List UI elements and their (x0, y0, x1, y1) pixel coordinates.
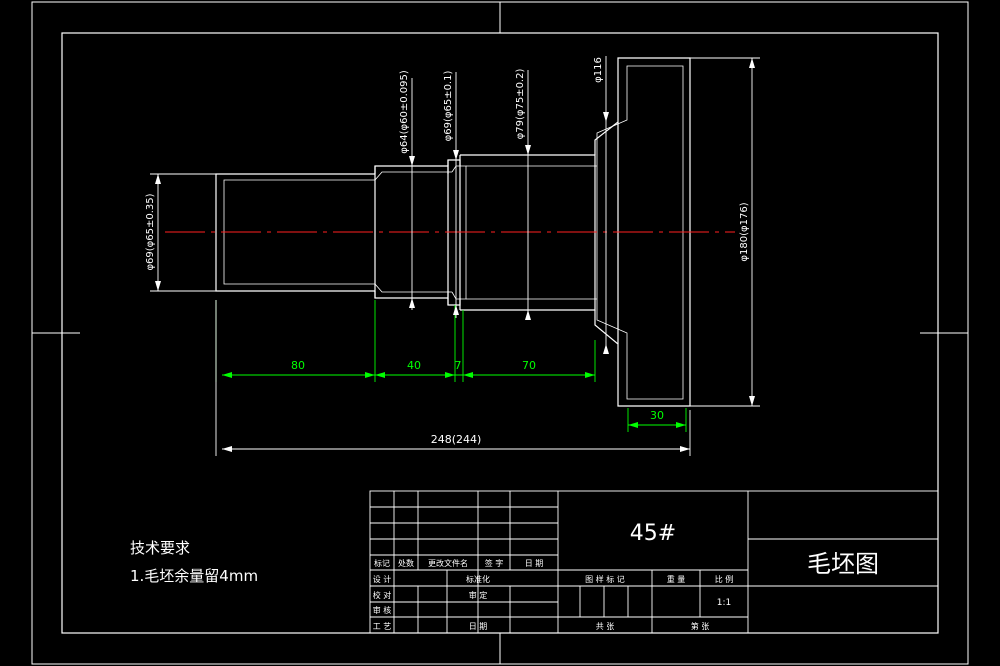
diameter-lines (150, 56, 760, 407)
overall-arrow-right (680, 446, 690, 452)
sign-date: 日 期 (469, 622, 488, 631)
dia-left: φ69(φ65±0.35) (145, 193, 156, 270)
rev-header-mark: 标记 (374, 558, 390, 568)
overall-dim (215, 300, 691, 456)
dim-7: 7 (455, 359, 462, 372)
dim-30: 30 (650, 409, 664, 422)
title-block-grid (369, 490, 939, 634)
overall-arrow-left (222, 446, 232, 452)
sheet-number: 第 张 (691, 621, 710, 631)
dim-70: 70 (522, 359, 536, 372)
dia-69: φ69(φ65±0.1) (443, 71, 454, 142)
sign-approve: 审 定 (469, 590, 488, 600)
dim-arrows (222, 372, 686, 428)
dia-116: φ116 (593, 57, 604, 83)
mark-weight: 重 量 (667, 574, 686, 584)
dim-overall: 248(244) (431, 433, 482, 446)
mark-scale: 比 例 (715, 574, 734, 584)
scale-value: 1:1 (717, 598, 731, 608)
tech-heading: 技术要求 (130, 539, 190, 557)
sign-rows: 设 计 校 对 审 核 工 艺 标准化 审 定 日 期 (373, 574, 490, 631)
mark-drawing: 图 样 标 记 (585, 574, 625, 584)
mark-headers: 图 样 标 记 重 量 比 例 (585, 574, 733, 584)
rev-header-sign: 签 字 (485, 558, 504, 568)
dia-79: φ79(φ75±0.2) (515, 69, 526, 140)
material: 45# (630, 521, 676, 546)
sign-check: 校 对 (373, 590, 392, 600)
tech-item-1: 1.毛坯余量留4mm (130, 567, 258, 585)
dia-64: φ64(φ60±0.095) (399, 70, 410, 154)
dim-80: 80 (291, 359, 305, 372)
inner-frame (61, 32, 939, 634)
rev-header-file: 更改文件名 (428, 558, 468, 568)
diameter-arrows (155, 58, 755, 406)
drawing-title: 毛坯图 (807, 550, 879, 578)
sign-process: 工 艺 (373, 622, 392, 631)
rev-headers: 标记 处数 更改文件名 签 字 日 期 (374, 558, 543, 568)
rev-header-date: 日 期 (525, 559, 544, 568)
rev-header-count: 处数 (398, 558, 414, 568)
sign-standard: 标准化 (466, 574, 490, 584)
sign-design: 设 计 (373, 574, 392, 584)
sign-review: 审 核 (373, 605, 392, 615)
dim-40: 40 (407, 359, 421, 372)
dimension-lines (215, 300, 687, 432)
sheet-total: 共 张 (596, 622, 615, 631)
dia-180: φ180(φ176) (739, 202, 750, 261)
